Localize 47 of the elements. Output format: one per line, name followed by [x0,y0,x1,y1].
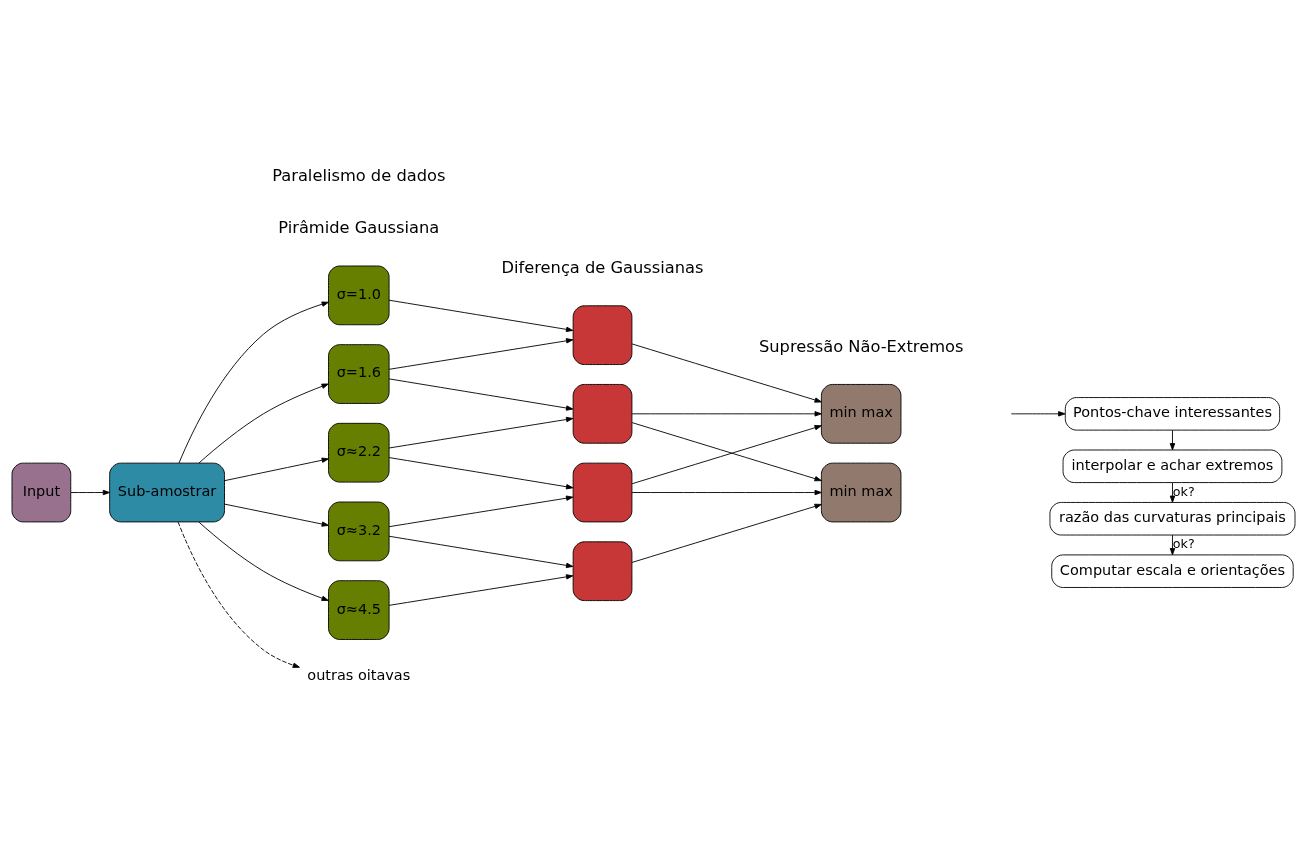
arrow [388,377,574,411]
arrow [224,503,329,527]
node-box: σ=1.0 [328,265,390,325]
node-box [572,540,633,601]
arrow [70,489,110,495]
node-box: Sub-amostrar [109,462,225,522]
arrow [388,337,574,370]
label: Paralelismo de dados [272,165,446,185]
node-box: razão das curvaturas principais [1049,501,1296,535]
node-box: σ≈4.5 [328,579,390,640]
arrow [388,299,574,332]
node-box: Input [11,462,72,522]
arrow [631,503,822,563]
label: Diferença de Gaussianas [501,257,704,277]
arrow [198,521,329,601]
node-box: Pontos-chave interessantes [1064,396,1281,431]
arrow [1010,410,1066,416]
arrow [1169,534,1176,555]
edge-label: ok? [1172,483,1195,498]
arrow [224,457,329,481]
node-box: Computar escala e orientações [1051,553,1294,588]
arrow [388,495,574,527]
label: Pirâmide Gaussiana [278,217,440,237]
arrow [198,383,329,464]
arrow [631,489,822,495]
node-box [572,304,633,365]
arrow [1169,429,1176,450]
arrow [388,416,574,448]
node-box [572,383,633,444]
node-box: min max [820,383,902,444]
arrow [388,573,574,606]
node-box [572,462,633,522]
arrow [177,521,300,668]
arrow [631,343,822,403]
node-box: min max [820,462,902,522]
edge-label: ok? [1172,535,1195,551]
node-box: σ=1.6 [328,343,390,404]
arrow [1169,481,1176,503]
label: Supressão Não-Extremos [758,336,964,356]
arrow [178,301,329,463]
arrow [388,535,574,568]
node-box: σ≈3.2 [328,501,390,561]
arrow [388,456,574,489]
arrow [631,410,822,416]
node-box: interpolar e achar extremos [1062,449,1283,483]
node-box: σ≈2.2 [328,422,390,483]
node-text: outras oitavas [307,666,411,683]
